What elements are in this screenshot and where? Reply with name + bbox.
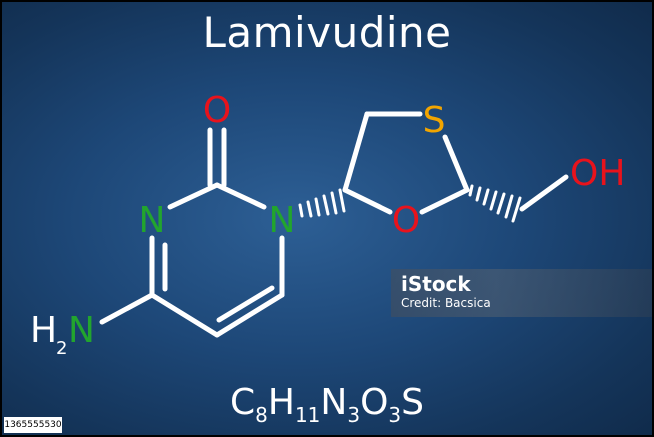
- bond-o-c1: [342, 187, 393, 215]
- istock-logo: iStock: [401, 272, 471, 296]
- bond-c2-n1: [214, 182, 267, 210]
- formula-s: S: [401, 382, 424, 423]
- atom-oxygen-carbonyl: O: [203, 90, 231, 131]
- atom-nitrogen-left: N: [139, 200, 166, 241]
- formula-c: C: [229, 382, 256, 423]
- atom-oxygen-ring: O: [392, 200, 420, 241]
- formula-n-count: 3: [347, 403, 361, 427]
- hashed-wedge-right: [468, 184, 522, 223]
- bond-s-c4prime: [442, 134, 470, 193]
- formula-c-count: 8: [255, 403, 268, 427]
- atom-amino-n: N: [68, 310, 95, 351]
- atom-hydroxyl: OH: [570, 153, 625, 194]
- bond-ch2-oh: [519, 174, 569, 212]
- atom-amino-h-subscript: 2: [56, 338, 67, 359]
- formula-n: N: [320, 382, 348, 423]
- atom-sulfur: S: [423, 100, 446, 141]
- molecule-title: Lamivudine: [202, 8, 452, 57]
- bond-c5-c6-inner: [216, 285, 275, 323]
- atom-nitrogen-right: N: [269, 200, 296, 241]
- hashed-wedge-left: [298, 188, 346, 218]
- bond-c4-nh2: [99, 292, 155, 325]
- atom-amino-h: H: [30, 310, 57, 351]
- bond-c2-n3: [167, 182, 220, 210]
- bond-c4-c5: [149, 292, 220, 338]
- formula-h: H: [267, 382, 295, 423]
- formula-h-count: 11: [294, 403, 321, 427]
- molecular-formula: C8H11N3O3S: [2, 382, 652, 427]
- stock-id-label: 1365555530: [4, 417, 62, 433]
- watermark-banner: iStock Credit: Bacsica: [391, 269, 652, 317]
- bond-c4prime-o: [419, 187, 470, 215]
- bond-c1-c2prime: [342, 111, 370, 193]
- istock-credit: Credit: Bacsica: [401, 296, 491, 310]
- bond-c5-c6: [214, 292, 285, 338]
- formula-o: O: [360, 382, 389, 423]
- formula-o-count: 3: [388, 403, 402, 427]
